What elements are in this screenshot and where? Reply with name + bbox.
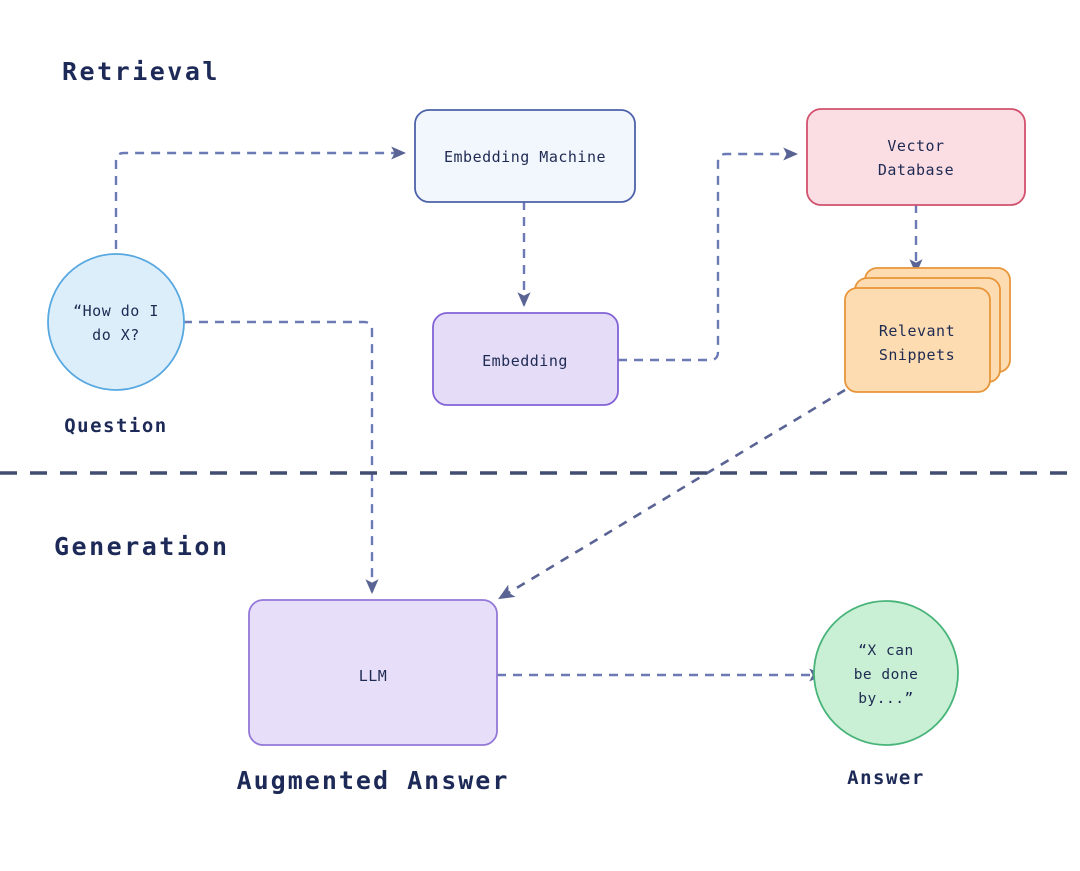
- node-vector-database[interactable]: Vector Database: [806, 108, 1026, 206]
- llm-caption: Augmented Answer: [237, 766, 510, 795]
- answer-label-line2: be done: [854, 667, 919, 683]
- embedding-machine-box[interactable]: [414, 109, 636, 203]
- node-embedding-machine[interactable]: Embedding Machine: [414, 109, 636, 203]
- question-label-line1: “How do I: [73, 302, 159, 320]
- answer-caption: Answer: [847, 767, 925, 789]
- node-relevant-snippets[interactable]: Relevant Snippets: [844, 267, 1011, 393]
- retrieval-section-title: Retrieval: [62, 57, 220, 86]
- question-caption: Question: [64, 415, 168, 437]
- edge-relevant-snippets-to-llm: [498, 388, 846, 600]
- node-llm[interactable]: LLM: [248, 599, 498, 746]
- generation-section-title: Generation: [54, 532, 230, 561]
- vector-database-box[interactable]: [806, 108, 1026, 206]
- question-circle[interactable]: [47, 253, 185, 391]
- relevant-snippets-card-front[interactable]: [844, 287, 991, 393]
- llm-label: LLM: [359, 667, 388, 685]
- llm-box[interactable]: [248, 599, 498, 746]
- edge-question-to-llm: [183, 320, 379, 595]
- node-answer[interactable]: “X can be done by...”: [813, 600, 959, 746]
- edge-embedding-to-vector-database: [618, 147, 799, 362]
- embedding-machine-label: Embedding Machine: [444, 148, 606, 166]
- answer-label-line3: by...”: [858, 691, 913, 707]
- relevant-snippets-label-line1: Relevant: [879, 322, 955, 340]
- embedding-box[interactable]: [432, 312, 619, 406]
- answer-label-line1: “X can: [858, 643, 913, 659]
- embedding-label: Embedding: [482, 352, 568, 370]
- edge-question-to-embedding-machine: [114, 146, 407, 265]
- vector-database-label-line1: Vector: [887, 137, 944, 155]
- answer-circle[interactable]: [813, 600, 959, 746]
- vector-database-label-line2: Database: [878, 161, 954, 179]
- node-question[interactable]: “How do I do X?: [47, 253, 185, 391]
- question-label-line2: do X?: [92, 326, 140, 344]
- relevant-snippets-label-line2: Snippets: [879, 346, 955, 364]
- node-embedding[interactable]: Embedding: [432, 312, 619, 406]
